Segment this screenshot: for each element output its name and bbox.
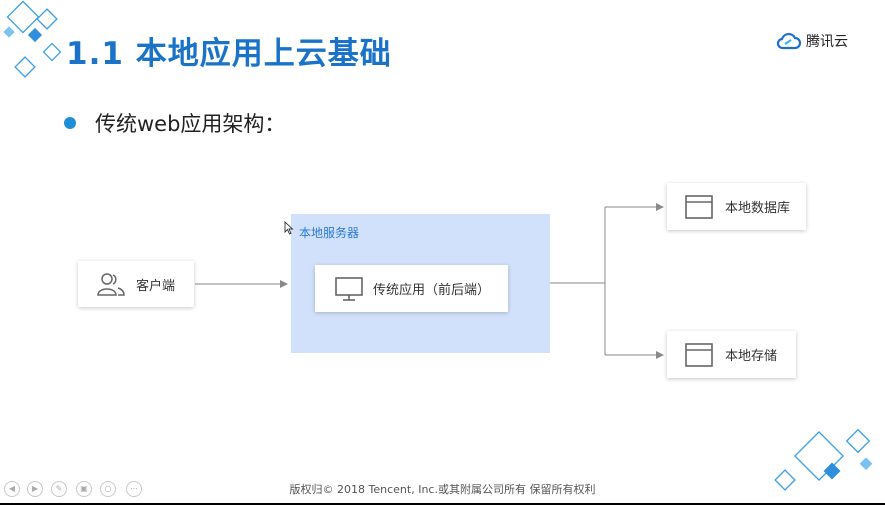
client-node: 客户端 xyxy=(78,261,194,307)
database-node: 本地数据库 xyxy=(667,183,806,230)
corner-decoration-top-left xyxy=(3,0,62,78)
bullet-text: 传统web应用架构： xyxy=(95,112,286,136)
window-icon xyxy=(685,194,713,219)
copyright-footer: 版权归© 2018 Tencent, Inc.或其附属公司所有 保留所有权利 xyxy=(289,483,596,496)
mouse-cursor-icon xyxy=(284,221,294,235)
prev-slide-button[interactable]: ◀ xyxy=(4,481,20,497)
zoom-button[interactable]: ○ xyxy=(100,481,116,497)
brand-logo: 腾讯云 xyxy=(776,30,848,52)
storage-node: 本地存储 xyxy=(667,331,796,378)
slides-overview-button[interactable]: ▣ xyxy=(76,481,92,497)
server-group-label: 本地服务器 xyxy=(299,226,360,240)
bottom-border xyxy=(0,503,885,505)
bullet-dot xyxy=(64,117,76,129)
next-slide-button[interactable]: ▶ xyxy=(27,481,43,497)
window-icon xyxy=(685,342,713,367)
brand-name: 腾讯云 xyxy=(806,34,848,50)
database-label: 本地数据库 xyxy=(725,201,791,216)
more-options-button[interactable]: ⋯ xyxy=(126,481,142,497)
corner-decoration-bottom-right xyxy=(774,428,873,491)
users-icon xyxy=(97,273,125,296)
monitor-icon xyxy=(335,276,363,301)
slide-title: 1.1 本地应用上云基础 xyxy=(66,36,392,72)
pen-tool-button[interactable]: ✎ xyxy=(51,481,67,497)
app-label: 传统应用（前后端） xyxy=(373,283,491,298)
storage-label: 本地存储 xyxy=(725,349,778,364)
app-node: 传统应用（前后端） xyxy=(315,265,508,312)
tencent-cloud-logo xyxy=(776,32,802,50)
client-label: 客户端 xyxy=(136,278,176,294)
